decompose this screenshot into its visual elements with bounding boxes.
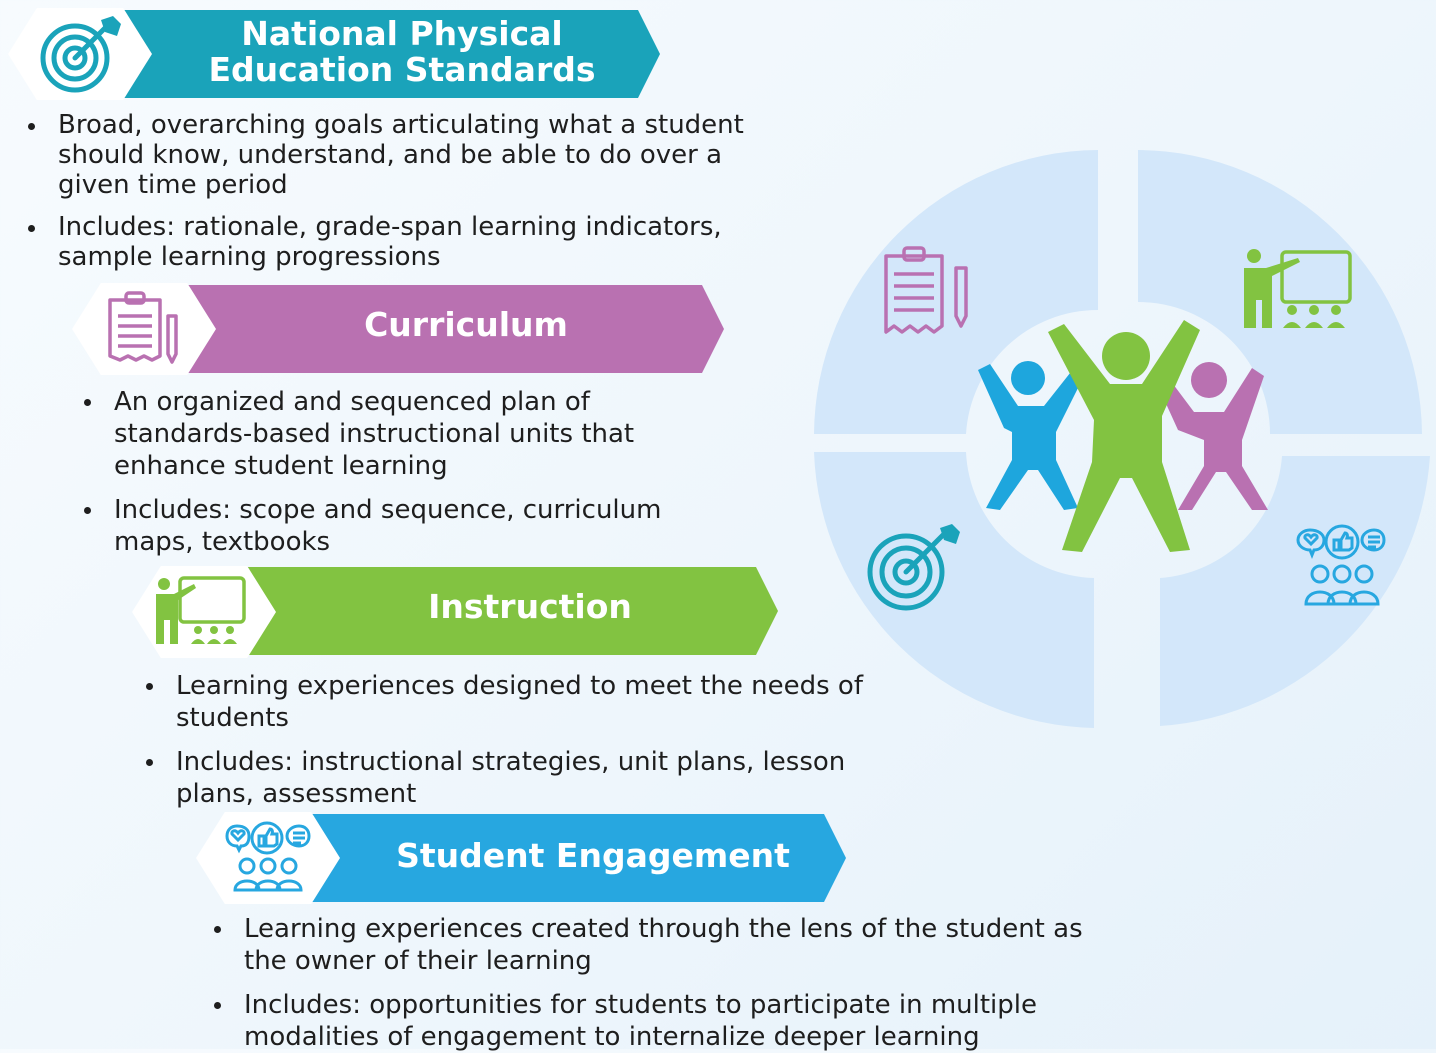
clipboard-icon [884, 246, 968, 334]
curriculum-title: Curriculum [364, 305, 568, 344]
figure-purple-person [1158, 362, 1268, 510]
instruction-title: Instruction [428, 587, 632, 626]
target-icon [867, 524, 960, 611]
target-icon [40, 16, 121, 93]
engagement-title: Student Engagement [396, 836, 790, 875]
instruction-bullets: Learning experiences designed to meet th… [146, 670, 866, 810]
cycle-diagram [812, 148, 1432, 730]
standards-hex-badge [8, 8, 152, 100]
quadrant-bottom-right [1160, 456, 1430, 726]
engagement-banner: Student Engagement [248, 814, 846, 902]
list-item: Broad, overarching goals articulating wh… [28, 110, 778, 200]
engagement-bullets: Learning experiences created through the… [214, 913, 1094, 1053]
engagement-hex-badge [196, 812, 340, 904]
instruction-hex-badge [132, 566, 276, 658]
engagement-icon [225, 821, 311, 892]
quadrant-bottom-left [814, 452, 1094, 728]
list-item: Learning experiences created through the… [214, 913, 1094, 977]
list-item: Includes: rationale, grade-span learning… [28, 212, 778, 272]
figure-blue-person [978, 361, 1084, 510]
list-item: An organized and sequenced plan of stand… [84, 386, 714, 482]
list-item: Learning experiences designed to meet th… [146, 670, 866, 734]
curriculum-bullets: An organized and sequenced plan of stand… [84, 386, 714, 558]
teacher-board-icon [1244, 249, 1352, 328]
engagement-icon [1296, 524, 1386, 606]
standards-banner: National Physical Education Standards [62, 10, 660, 98]
standards-bullets: Broad, overarching goals articulating wh… [28, 110, 778, 272]
list-item: Includes: instructional strategies, unit… [146, 746, 866, 810]
figure-green-person [1048, 320, 1200, 552]
standards-title: National Physical Education Standards [208, 14, 596, 89]
quadrant-top-right [1138, 150, 1422, 434]
curriculum-hex-badge [72, 283, 216, 375]
teacher-board-icon [156, 576, 246, 644]
instruction-banner: Instruction [180, 567, 778, 655]
clipboard-icon [108, 291, 178, 364]
list-item: Includes: scope and sequence, curriculum… [84, 494, 714, 558]
curriculum-banner: Curriculum [126, 285, 724, 373]
list-item: Includes: opportunities for students to … [214, 989, 1094, 1053]
